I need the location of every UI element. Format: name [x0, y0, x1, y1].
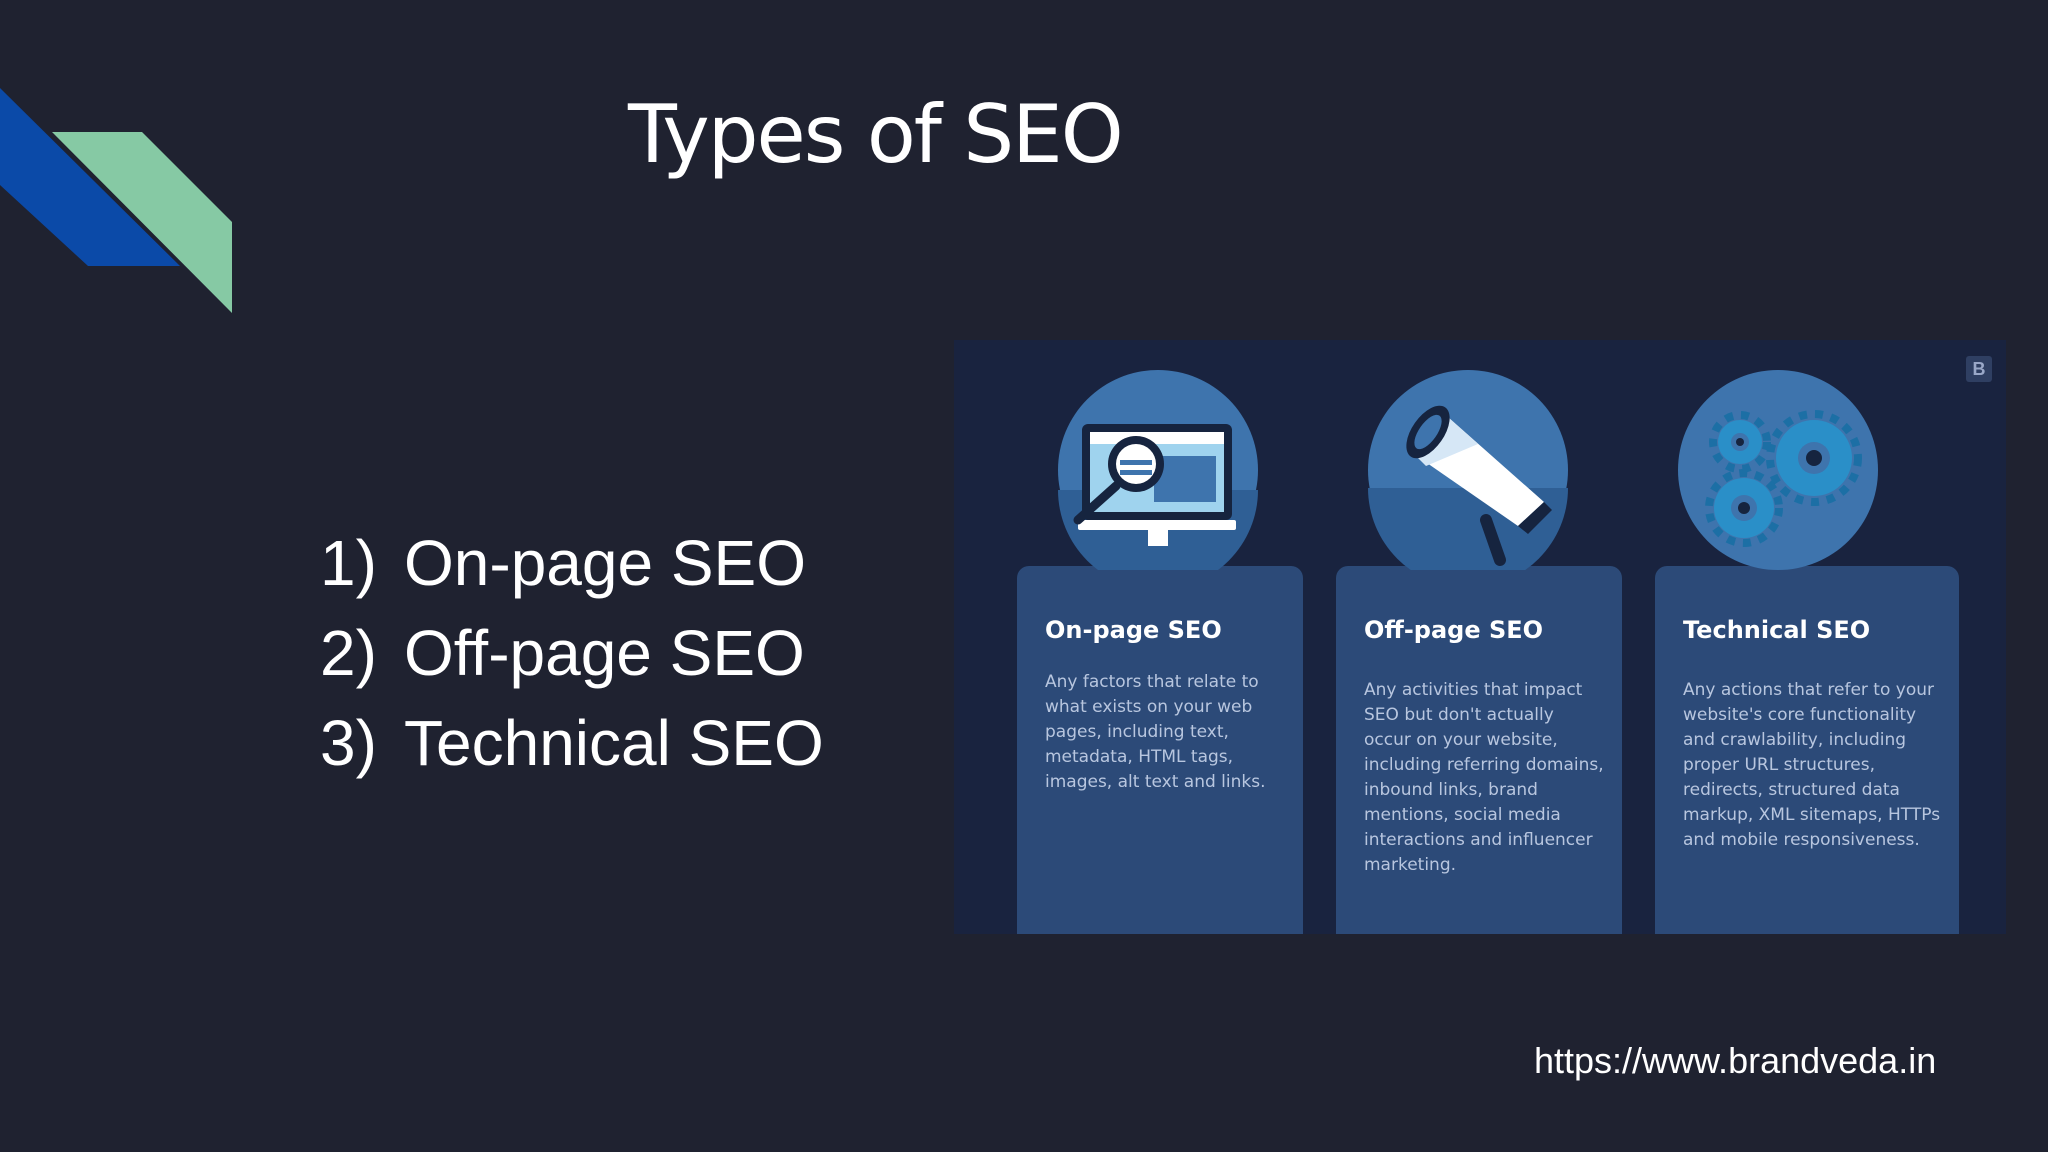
card-title: Off-page SEO	[1364, 616, 1544, 644]
green-stripe-shape	[52, 132, 232, 313]
list-item: 1) On-page SEO	[320, 518, 824, 608]
seo-types-list: 1) On-page SEO 2) Off-page SEO 3) Technical…	[320, 518, 824, 788]
list-item: 3) Technical SEO	[320, 698, 824, 788]
blue-stripe-shape	[0, 88, 180, 266]
card-technical-seo: Technical SEO Any actions that refer to …	[1655, 566, 1959, 934]
list-item: 2) Off-page SEO	[320, 608, 824, 698]
corner-decoration	[0, 88, 232, 313]
card-description: Any factors that relate to what exists o…	[1045, 672, 1266, 792]
card-title: On-page SEO	[1045, 616, 1222, 644]
megaphone-icon	[1368, 370, 1568, 570]
seo-types-infographic: B On-page SEO Any factors that relate to…	[954, 340, 2006, 934]
list-text: Off-page SEO	[404, 617, 805, 689]
card-on-page-seo: On-page SEO Any factors that relate to w…	[1017, 566, 1303, 934]
slide-title: Types of SEO	[628, 88, 1124, 181]
monitor-magnifier-icon	[1058, 370, 1258, 570]
list-text: On-page SEO	[404, 527, 806, 599]
card-description: Any activities that impact SEO but don't…	[1364, 680, 1604, 875]
footer-url: https://www.brandveda.in	[1534, 1040, 1937, 1081]
list-number: 3)	[320, 707, 377, 779]
card-off-page-seo: Off-page SEO Any activities that impact …	[1336, 566, 1622, 934]
brand-mark-logo: B	[1966, 356, 1992, 382]
gears-icon	[1678, 370, 1878, 570]
list-text: Technical SEO	[404, 707, 824, 779]
list-number: 2)	[320, 617, 377, 689]
list-number: 1)	[320, 527, 377, 599]
card-title: Technical SEO	[1683, 616, 1871, 644]
card-description: Any actions that refer to your website's…	[1683, 680, 1941, 850]
